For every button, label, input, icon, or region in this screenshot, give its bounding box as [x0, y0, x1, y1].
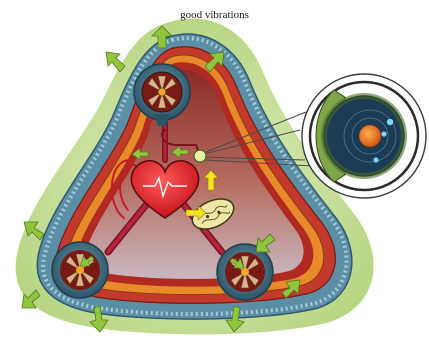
diagram-title: good vibrations [0, 9, 429, 21]
turbine-icon-left [52, 242, 108, 298]
arrow-icon [106, 52, 125, 72]
sensor-node [194, 150, 206, 162]
